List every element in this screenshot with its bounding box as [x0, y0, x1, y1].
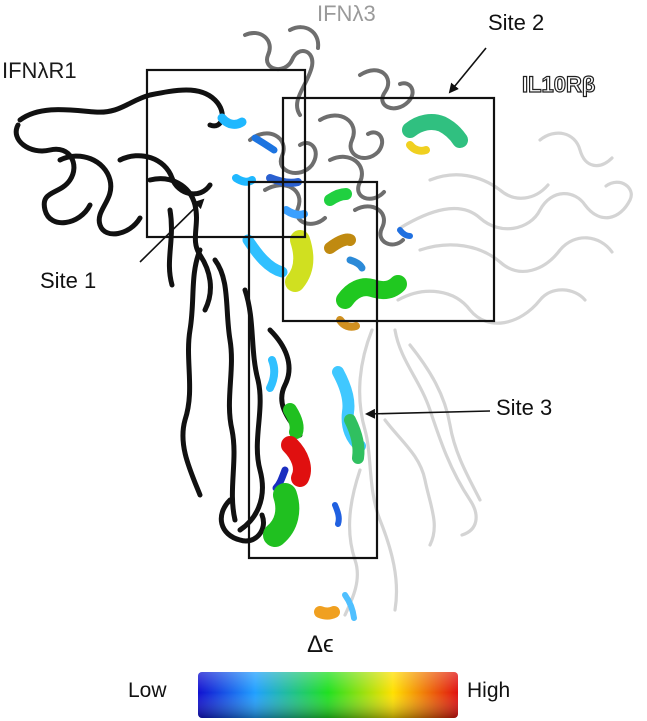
site1-arrow — [139, 198, 205, 263]
site2-arrow — [448, 47, 487, 94]
ifn-lambda3-chain — [243, 25, 415, 247]
site2-label: Site 2 — [488, 10, 545, 35]
site1-box — [145, 68, 307, 239]
ifn-lambda3-label: IFNλ3 — [317, 1, 376, 26]
il10r-beta-chain — [343, 131, 633, 617]
colorbar-shading — [198, 672, 458, 718]
colorbar — [198, 672, 458, 718]
site3-box — [247, 180, 379, 560]
site3-arrow — [365, 408, 491, 419]
site2-box — [281, 96, 496, 323]
il10r-beta-label: IL10Rβ — [521, 72, 596, 97]
site3-label: Site 3 — [496, 395, 553, 420]
ifn-lambda-r1-chain — [13, 87, 303, 544]
site1-label: Site 1 — [40, 268, 97, 293]
delta-epsilon-label: Δϵ — [307, 631, 334, 658]
colorbar-high-label: High — [467, 679, 511, 702]
colorbar-low-label: Low — [128, 679, 167, 702]
ifn-lambda-r1-label: IFNλR1 — [2, 58, 77, 83]
